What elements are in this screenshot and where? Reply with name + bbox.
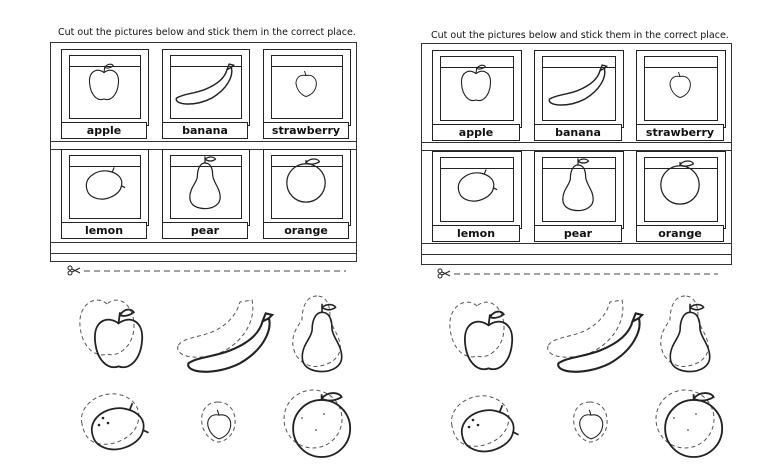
crate-banana: banana — [534, 50, 624, 141]
crate-label: banana — [534, 124, 622, 141]
sticker-apple[interactable] — [76, 294, 138, 364]
sorting-shelf: apple banana strawberry lemon pear orang… — [50, 42, 357, 262]
crate-apple: apple — [432, 50, 522, 141]
sticker-apple[interactable] — [446, 296, 508, 366]
lemon-icon — [81, 393, 142, 446]
crate-label: lemon — [61, 222, 147, 239]
crate-lemon: lemon — [432, 151, 522, 242]
sticker-banana[interactable] — [174, 296, 258, 366]
cut-line — [67, 265, 346, 276]
sticker-pear[interactable] — [292, 294, 342, 372]
worksheet-right: Cut out the pictures below and stick the… — [384, 0, 768, 466]
scissors-icon — [67, 265, 81, 276]
cut-line — [437, 268, 718, 279]
shelf-divider — [422, 142, 731, 151]
crate-banana: banana — [162, 49, 250, 139]
strawberry-icon — [201, 401, 236, 443]
crate-apple: apple — [61, 49, 149, 139]
crate-label: banana — [162, 122, 248, 139]
sticker-strawberry[interactable] — [570, 398, 610, 448]
banana-icon — [547, 299, 628, 362]
crate-strawberry: strawberry — [636, 50, 726, 141]
strawberry-icon — [573, 401, 608, 443]
crate-label: pear — [534, 225, 622, 242]
sticker-strawberry[interactable] — [198, 398, 238, 448]
crate-label: apple — [61, 122, 147, 139]
crate-lemon: lemon — [61, 149, 149, 239]
orange-icon — [655, 389, 718, 450]
sticker-orange[interactable] — [652, 384, 718, 454]
banana-icon — [177, 299, 258, 362]
shelf-bottom — [51, 242, 356, 254]
sorting-shelf: apple banana strawberry lemon pear orang… — [421, 43, 732, 265]
crate-pear: pear — [162, 149, 250, 239]
pear-icon — [292, 295, 342, 368]
shelf-bottom — [422, 243, 731, 255]
crate-orange: orange — [636, 151, 726, 242]
crate-label: pear — [162, 222, 248, 239]
crate-label: apple — [432, 124, 520, 141]
sticker-lemon[interactable] — [78, 390, 142, 450]
sticker-orange[interactable] — [280, 384, 346, 454]
crate-label: strawberry — [636, 124, 724, 141]
crate-strawberry: strawberry — [263, 49, 351, 139]
crate-pear: pear — [534, 151, 624, 242]
apple-icon — [79, 299, 138, 360]
worksheet-left: Cut out the pictures below and stick the… — [50, 27, 357, 466]
sticker-lemon[interactable] — [448, 392, 512, 452]
orange-icon — [283, 389, 346, 450]
pear-icon — [660, 295, 710, 368]
sticker-banana[interactable] — [544, 296, 628, 366]
instruction-text: Cut out the pictures below and stick the… — [58, 27, 356, 38]
sticker-pear[interactable] — [660, 294, 710, 372]
crate-label: strawberry — [263, 122, 349, 139]
scissors-icon — [437, 268, 451, 279]
crate-label: lemon — [432, 225, 520, 242]
crate-label: orange — [263, 222, 349, 239]
lemon-icon — [451, 395, 512, 448]
crate-label: orange — [636, 225, 724, 242]
instruction-text: Cut out the pictures below and stick the… — [431, 30, 729, 41]
crate-orange: orange — [263, 149, 351, 239]
apple-icon — [449, 301, 508, 362]
